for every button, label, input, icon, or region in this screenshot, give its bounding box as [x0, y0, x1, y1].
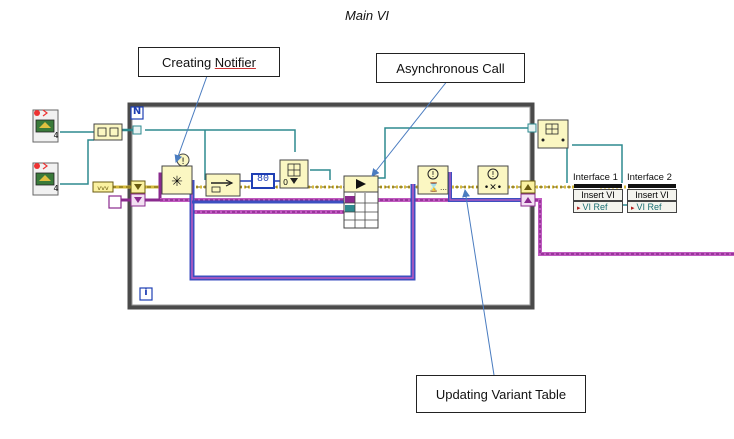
loop-iteration-terminal — [139, 287, 153, 301]
property-node-2-bar — [628, 184, 676, 188]
notifier-refnum-wire — [189, 172, 530, 281]
property-node-interface-2[interactable]: Interface 2 Insert VI ▸VI Ref — [627, 172, 677, 213]
callout-asynchronous-call-text: Asynchronous Call — [396, 60, 505, 76]
shift-register-right-variant[interactable] — [520, 193, 536, 207]
property-node-1-header: Interface 1 — [573, 172, 618, 183]
property-node-2-header: Interface 2 — [627, 172, 672, 183]
loop-iteration-label: i — [144, 287, 148, 298]
options-constant-value[interactable]: 80 — [252, 174, 274, 188]
callout-creating-notifier: Creating Notifier — [138, 47, 280, 77]
callout-updating-variant-table: Updating Variant Table — [416, 375, 586, 413]
property-node-2-reference-label: VI Ref — [636, 202, 662, 212]
shift-register-right-error[interactable] — [520, 180, 536, 194]
svg-text:0: 0 — [283, 178, 288, 187]
property-node-1-reference-label: VI Ref — [582, 202, 608, 212]
property-node-1-property[interactable]: Insert VI — [573, 189, 623, 201]
callout-asynchronous-call: Asynchronous Call — [376, 53, 525, 83]
index-array-node[interactable] — [537, 119, 569, 149]
tunnel-reference-in — [132, 125, 142, 135]
svg-text:!: ! — [431, 170, 434, 179]
open-vi-reference-node[interactable] — [205, 173, 241, 197]
options-constant-frame — [251, 173, 275, 189]
property-node-interface-1[interactable]: Interface 1 Insert VI ▸VI Ref — [573, 172, 623, 213]
static-vi-reference-1[interactable] — [32, 109, 59, 143]
svg-text:!: ! — [181, 157, 185, 167]
static-vi-reference-2[interactable] — [32, 162, 59, 196]
svg-text:•✕•: •✕• — [484, 183, 502, 193]
vi-icon-2-number: 4 — [53, 184, 59, 193]
reference-arrow-icon: ▸ — [577, 205, 581, 212]
svg-text:✳: ✳ — [171, 174, 183, 190]
release-notifier-node[interactable]: ! •✕• — [477, 165, 509, 195]
shift-register-left-variant[interactable] — [130, 193, 146, 207]
loop-count-label: N — [132, 106, 142, 117]
svg-text:…: … — [440, 184, 447, 192]
callout-creating-notifier-text-a: Creating — [162, 54, 215, 70]
loop-count-terminal — [130, 106, 144, 120]
wait-on-notification-node[interactable]: ! ⌛ … — [417, 165, 449, 195]
tunnel-reference-out — [527, 123, 537, 133]
svg-text:!: ! — [491, 170, 494, 179]
obtain-notifier-node[interactable]: ✳ ! — [161, 153, 193, 195]
callout-creating-notifier-text-b: Notifier — [214, 54, 256, 70]
callout-connectors — [174, 75, 495, 376]
variant-constant[interactable] — [108, 195, 122, 209]
error-cluster-constant[interactable]: ⅴⅴⅴ — [92, 181, 114, 193]
property-node-1-reference: ▸VI Ref — [573, 201, 623, 213]
build-array-node[interactable] — [93, 123, 123, 141]
options-constant-text: 80 — [256, 174, 269, 185]
callout-updating-variant-table-text: Updating Variant Table — [435, 386, 567, 402]
shift-register-left-error[interactable] — [130, 180, 146, 194]
svg-text:ⅴⅴⅴ: ⅴⅴⅴ — [97, 185, 109, 192]
svg-text:⌛: ⌛ — [428, 181, 439, 193]
vi-icon-1-number: 4 — [53, 131, 59, 140]
diagram-title: Main VI — [344, 8, 390, 23]
property-node-2-property[interactable]: Insert VI — [627, 189, 677, 201]
property-node-2-reference: ▸VI Ref — [627, 201, 677, 213]
start-asynchronous-call-node[interactable] — [343, 175, 379, 229]
array-to-cluster-node[interactable]: 0 — [279, 159, 309, 189]
reference-arrow-icon: ▸ — [631, 205, 635, 212]
property-node-1-bar — [574, 184, 622, 188]
